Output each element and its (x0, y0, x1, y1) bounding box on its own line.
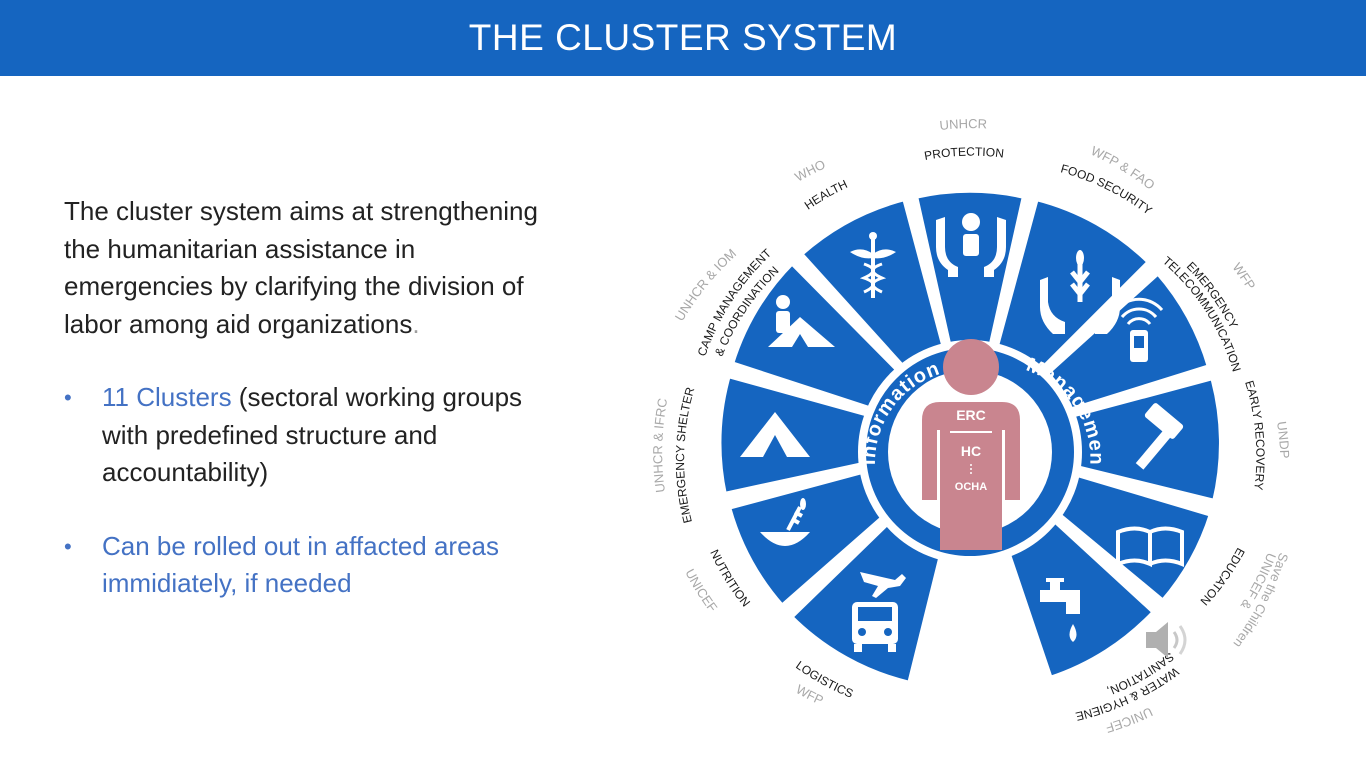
bullet-list: • 11 Clusters (sectoral working groups w… (64, 379, 604, 603)
hammer-icon (1135, 403, 1184, 470)
bullet-clusters: • 11 Clusters (sectoral working groups w… (64, 379, 604, 492)
ocha-label: OCHA (955, 481, 987, 493)
intro-line: labor among aid organizations. (64, 308, 420, 339)
bullet-icon: • (64, 385, 72, 410)
person-figure-icon (922, 339, 1020, 550)
bullet-rollout: • Can be rolled out in affacted areas im… (64, 528, 604, 603)
cluster-health-name: HEALTH (802, 177, 850, 212)
lead-protection: UNHCR (939, 116, 988, 133)
intro-line: The cluster system aims at strengthening (64, 196, 538, 226)
caduceus-icon (850, 232, 896, 298)
tent-icon (740, 412, 810, 457)
camp-person-icon (768, 295, 835, 347)
cluster-wheel: Information Management ERC HC OCHA (636, 95, 1300, 747)
hc-label: HC (961, 443, 981, 459)
cluster-protection-name: PROTECTION (923, 145, 1005, 163)
segment-shelter (715, 371, 971, 499)
clusters-highlight: 11 Clusters (102, 382, 232, 412)
intro-line: the humanitarian assistance in (64, 233, 416, 264)
erc-label: ERC (956, 407, 986, 423)
bullet-icon: • (64, 533, 72, 559)
hands-protect-icon (936, 213, 1006, 277)
hands-wheat-icon (1040, 250, 1120, 334)
cluster-recovery-name: EARLY RECOVERY (1242, 379, 1267, 491)
intro-line: emergencies by clarifying the division o… (64, 271, 524, 301)
intro-paragraph: The cluster system aims at strengthening… (64, 193, 604, 343)
mobile-signal-icon (1114, 297, 1164, 362)
lead-telecom: WFP (1230, 260, 1259, 293)
lead-recovery: UNDP (1274, 420, 1292, 458)
page-title: THE CLUSTER SYSTEM (468, 17, 898, 58)
description-panel: The cluster system aims at strengthening… (64, 193, 604, 603)
speaker-icon[interactable] (1140, 612, 1196, 673)
lead-shelter: UNHCR & IFRC (650, 397, 670, 493)
title-bar: THE CLUSTER SYSTEM (0, 0, 1366, 76)
faucet-icon (1040, 578, 1080, 642)
lead-health: WHO (792, 157, 827, 185)
cluster-shelter-name: EMERGENCY SHELTER (673, 385, 697, 524)
cluster-education-name: EDUCATON (1197, 546, 1247, 609)
lead-nutrition: UNICEF (682, 566, 720, 614)
truck-plane-icon (852, 572, 906, 652)
bowl-wheat-icon (760, 498, 810, 546)
book-icon (1116, 526, 1184, 568)
